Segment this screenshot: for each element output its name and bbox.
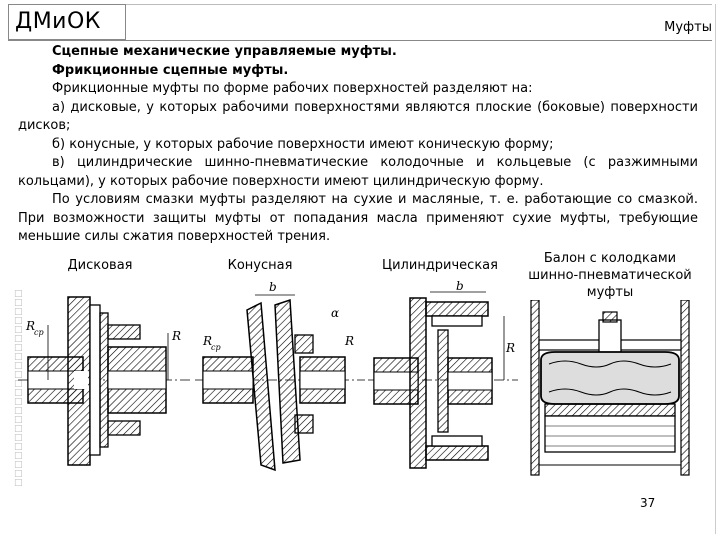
cone-label-r: R xyxy=(202,334,212,348)
body-text: Сцепные механические управляемые муфты. … xyxy=(18,43,698,247)
heading-1: Сцепные механические управляемые муфты. xyxy=(52,44,397,59)
cone-label-r2: R xyxy=(344,334,354,348)
cyl-label-r: R xyxy=(505,341,515,355)
disc-label-r2: R xyxy=(171,329,181,343)
paragraph-2: а) дисковые, у которых рабочими поверхно… xyxy=(18,99,698,134)
disc-label-cp: ср xyxy=(34,328,44,337)
disc-clutch-drawing: R ср R xyxy=(18,296,193,466)
caption-cylinder: Цилиндрическая xyxy=(382,258,498,273)
paragraph-1: Фрикционные муфты по форме рабочих повер… xyxy=(52,81,533,96)
cone-label-alpha: α xyxy=(331,306,339,320)
section-name: Муфты xyxy=(664,20,712,35)
slide-title-text: ДМиОК xyxy=(15,9,101,34)
caption-cone: Конусная xyxy=(227,258,293,273)
cone-label-b: b xyxy=(269,280,277,294)
cone-clutch-drawing: b α R ср R xyxy=(195,280,365,472)
decorative-squares: □□□□□□□□□□□□□□□□□□□□□□ xyxy=(14,289,23,488)
cylindrical-clutch-drawing: b R xyxy=(368,280,518,469)
caption-tire: Балон с колодками шинно-пневматической м… xyxy=(528,251,692,300)
tire-balloon-drawing xyxy=(530,300,690,476)
heading-2: Фрикционные сцепные муфты. xyxy=(52,62,289,78)
caption-disc: Дисковая xyxy=(67,258,133,273)
header-bottom-rule xyxy=(8,40,712,41)
slide-title: ДМиОК xyxy=(8,4,126,40)
header-top-rule xyxy=(126,4,712,5)
right-border xyxy=(715,4,716,534)
page-number: 37 xyxy=(640,496,656,510)
cone-label-cp: ср xyxy=(211,343,221,352)
paragraph-3: б) конусные, у которых рабочие поверхнос… xyxy=(52,136,554,152)
paragraph-5: По условиям смазки муфты разделяют на су… xyxy=(18,192,698,244)
cyl-label-b: b xyxy=(456,280,464,293)
paragraph-4: в) цилиндрические шинно-пневматические к… xyxy=(18,155,698,189)
disc-label-r: R xyxy=(25,319,35,333)
